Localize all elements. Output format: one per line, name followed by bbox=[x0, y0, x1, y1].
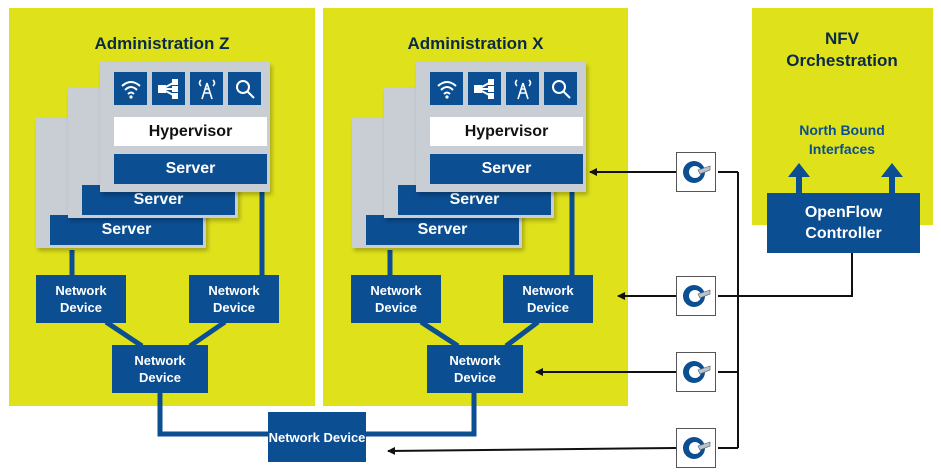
server-label: Server bbox=[50, 215, 203, 245]
network-topology-icon bbox=[468, 72, 501, 105]
server-card-front: Hypervisor Server bbox=[416, 62, 586, 192]
server-label: Server bbox=[114, 154, 267, 184]
network-device-z-right: Network Device bbox=[189, 275, 279, 323]
nfv-panel: NFV Orchestration North Bound Interfaces bbox=[752, 8, 933, 225]
network-topology-icon bbox=[152, 72, 185, 105]
openflow-controller: OpenFlow Controller bbox=[767, 193, 920, 253]
service-icons bbox=[114, 72, 261, 105]
hypervisor-label: Hypervisor bbox=[114, 117, 267, 146]
network-device-x-right: Network Device bbox=[503, 275, 593, 323]
openflow-switch-icon bbox=[676, 276, 716, 316]
openflow-switch-icon bbox=[676, 352, 716, 392]
network-device-z-left: Network Device bbox=[36, 275, 126, 323]
openflow-switch-icon bbox=[676, 152, 716, 192]
server-label: Server bbox=[366, 215, 519, 245]
network-device-interconnect: Network Device bbox=[268, 412, 366, 462]
admin-x-title: Administration X bbox=[407, 34, 544, 53]
nfv-title: NFV Orchestration bbox=[786, 29, 898, 70]
hypervisor-label: Hypervisor bbox=[430, 117, 583, 146]
server-card-front: Hypervisor Server bbox=[100, 62, 270, 192]
antenna-icon bbox=[190, 72, 223, 105]
north-bound-interfaces-label: North Bound Interfaces bbox=[799, 122, 885, 157]
service-icons bbox=[430, 72, 577, 105]
antenna-icon bbox=[506, 72, 539, 105]
network-device-x-core: Network Device bbox=[427, 345, 523, 393]
search-icon bbox=[544, 72, 577, 105]
admin-z-title: Administration Z bbox=[94, 34, 230, 53]
openflow-switch-icon bbox=[676, 428, 716, 468]
wifi-icon bbox=[114, 72, 147, 105]
wifi-icon bbox=[430, 72, 463, 105]
search-icon bbox=[228, 72, 261, 105]
network-device-z-core: Network Device bbox=[112, 345, 208, 393]
server-label: Server bbox=[430, 154, 583, 184]
network-device-x-left: Network Device bbox=[351, 275, 441, 323]
